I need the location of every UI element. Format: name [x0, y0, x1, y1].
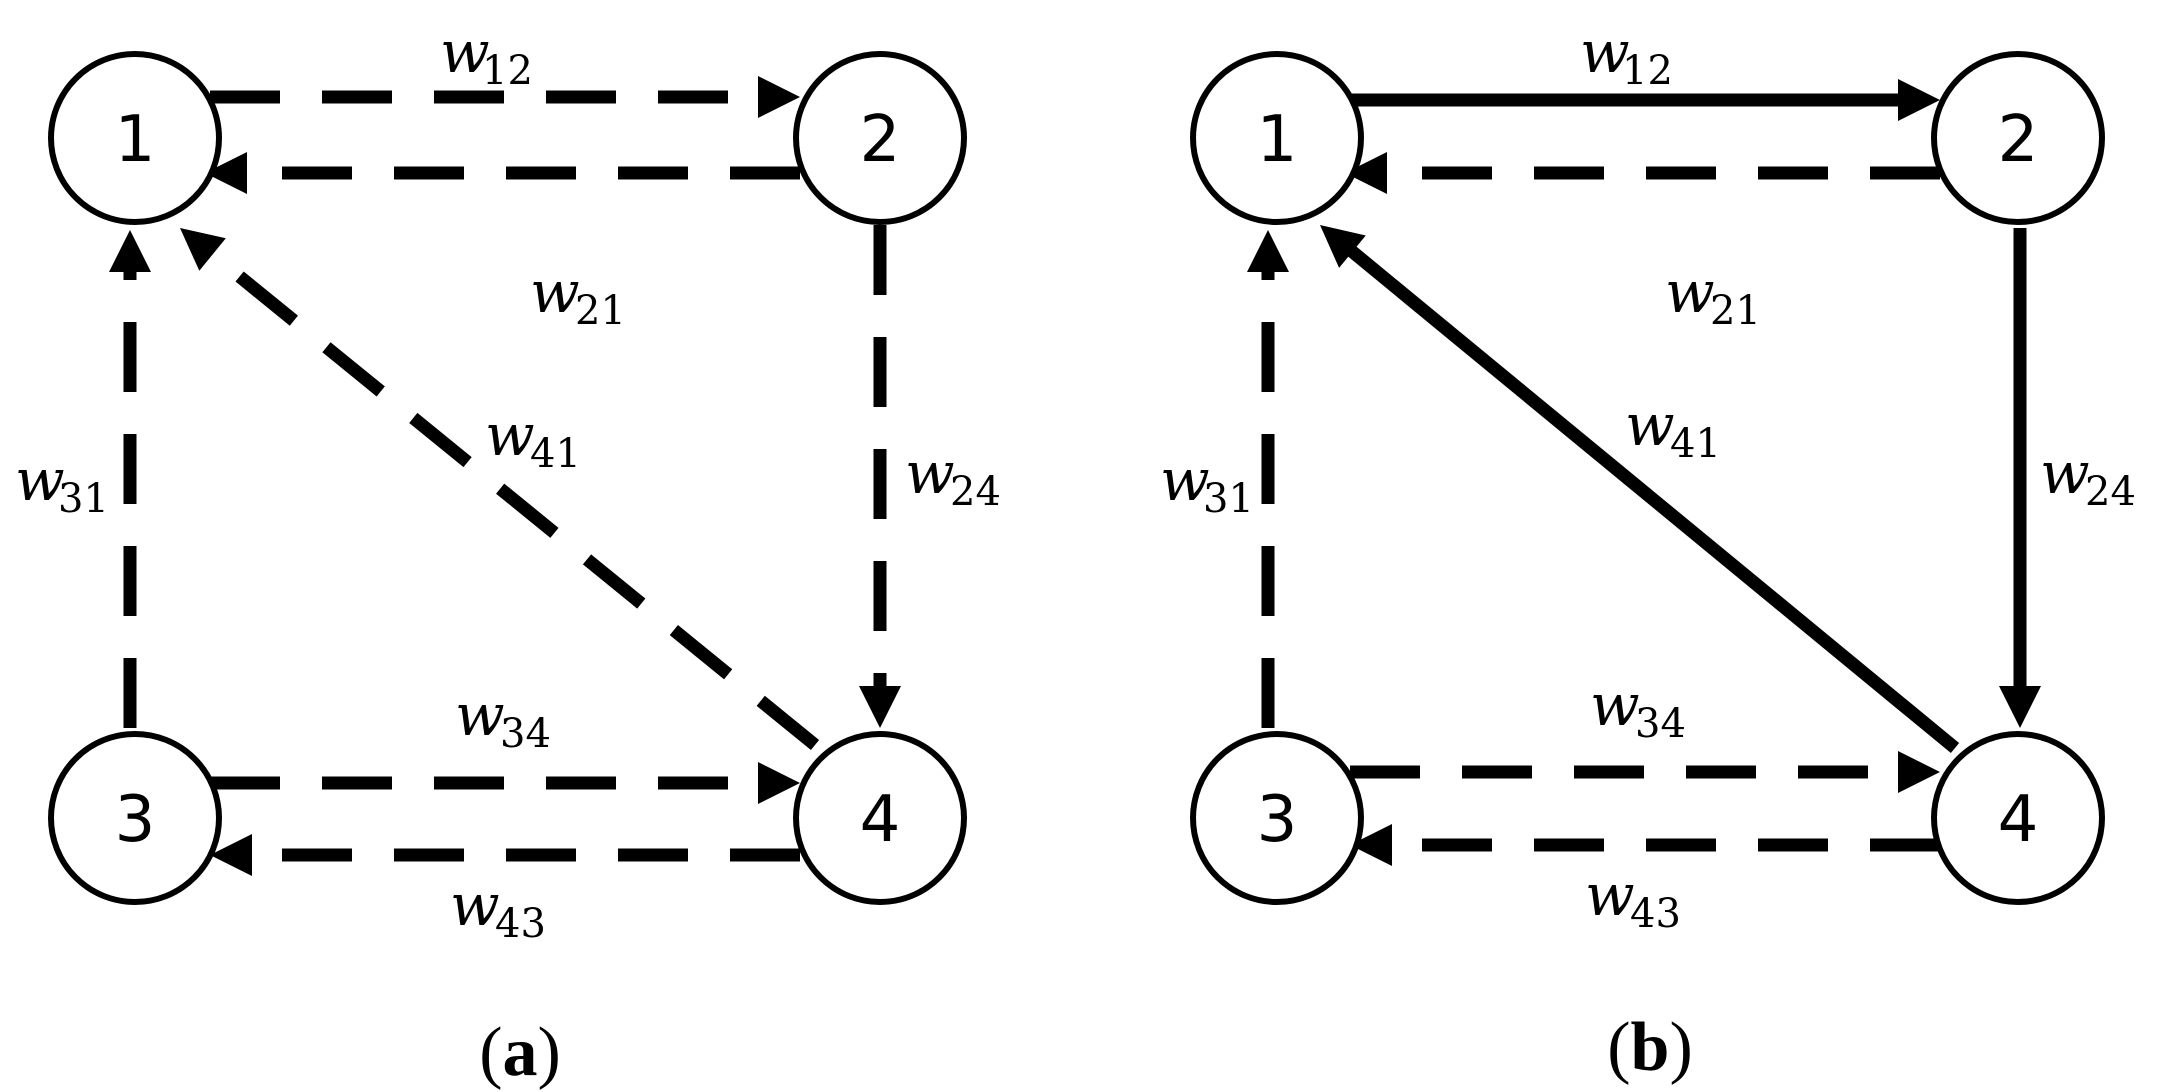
arrowhead-3-to-4 — [758, 762, 800, 804]
node-label-2: 2 — [1998, 103, 2039, 177]
edge-label-sub-21: 21 — [1710, 288, 1761, 334]
edge-label-sub-12: 12 — [1622, 48, 1673, 94]
edge-label-w24: w — [905, 439, 955, 507]
edge-label-w21: w — [1665, 258, 1715, 326]
arrowhead-1-to-2 — [1898, 79, 1940, 121]
edge-label-w34: w — [455, 681, 505, 749]
node-circle-1 — [48, 51, 222, 225]
edge-4-to-1 — [1339, 239, 1960, 754]
arrowhead-4-to-1 — [1320, 225, 1366, 268]
node-circle-4 — [1931, 731, 2105, 905]
edge-label-sub-24: 24 — [2085, 469, 2136, 515]
arrowhead-1-to-2 — [758, 76, 800, 118]
arrowhead-3-to-4 — [1898, 751, 1940, 793]
node-circle-4 — [793, 731, 967, 905]
panel-caption-a: (a) — [479, 1014, 561, 1091]
edge-label-sub-34: 34 — [500, 711, 551, 757]
edge-label-w43: w — [1585, 861, 1635, 929]
edge-label-w31: w — [1160, 446, 1210, 514]
arrowhead-3-to-1 — [109, 230, 151, 272]
edge-label-w21: w — [530, 258, 580, 326]
node-circle-3 — [48, 731, 222, 905]
node-3: 3 — [1190, 731, 1364, 905]
node-1: 1 — [48, 51, 222, 225]
edge-label-sub-41: 41 — [530, 431, 581, 477]
node-circle-2 — [793, 51, 967, 225]
edge-label-sub-24: 24 — [950, 469, 1001, 515]
panel-caption-b: (b) — [1607, 1009, 1693, 1086]
edge-label-sub-43: 43 — [1630, 891, 1681, 937]
edge-label-sub-31: 31 — [1203, 476, 1254, 522]
edge-label-sub-34: 34 — [1635, 701, 1686, 747]
node-3: 3 — [48, 731, 222, 905]
node-4: 4 — [793, 731, 967, 905]
node-2: 2 — [793, 51, 967, 225]
arrowhead-2-to-1 — [1345, 152, 1387, 194]
edge-label-sub-12: 12 — [482, 48, 533, 94]
edge-label-sub-21: 21 — [575, 288, 626, 334]
node-label-1: 1 — [1257, 103, 1298, 177]
node-label-4: 4 — [1998, 783, 2039, 857]
node-label-3: 3 — [115, 783, 156, 857]
node-2: 2 — [1931, 51, 2105, 225]
edge-label-w34: w — [1590, 671, 1640, 739]
edge-label-sub-41: 41 — [1670, 421, 1721, 467]
arrowhead-4-to-1 — [180, 228, 226, 271]
node-4: 4 — [1931, 731, 2105, 905]
edge-label-w41: w — [1625, 391, 1675, 459]
node-label-1: 1 — [115, 103, 156, 177]
node-circle-3 — [1190, 731, 1364, 905]
node-label-4: 4 — [860, 783, 901, 857]
edge-label-w12: w — [440, 18, 490, 86]
edge-label-w31: w — [15, 446, 65, 514]
node-label-2: 2 — [860, 103, 901, 177]
edge-label-sub-31: 31 — [58, 476, 109, 522]
edge-label-w12: w — [1580, 18, 1630, 86]
node-circle-2 — [1931, 51, 2105, 225]
node-1: 1 — [1190, 51, 1364, 225]
arrowhead-2-to-4 — [1999, 686, 2041, 728]
edge-label-sub-43: 43 — [495, 901, 546, 947]
node-circle-1 — [1190, 51, 1364, 225]
arrowhead-2-to-1 — [205, 152, 247, 194]
edge-label-w24: w — [2040, 439, 2090, 507]
edge-label-w43: w — [450, 871, 500, 939]
arrowhead-2-to-4 — [859, 686, 901, 728]
arrowhead-4-to-3 — [210, 834, 252, 876]
edge-label-w41: w — [485, 401, 535, 469]
edge-4-to-1 — [199, 241, 820, 751]
arrowhead-3-to-1 — [1247, 230, 1289, 272]
node-label-3: 3 — [1257, 783, 1298, 857]
arrowhead-4-to-3 — [1350, 824, 1392, 866]
